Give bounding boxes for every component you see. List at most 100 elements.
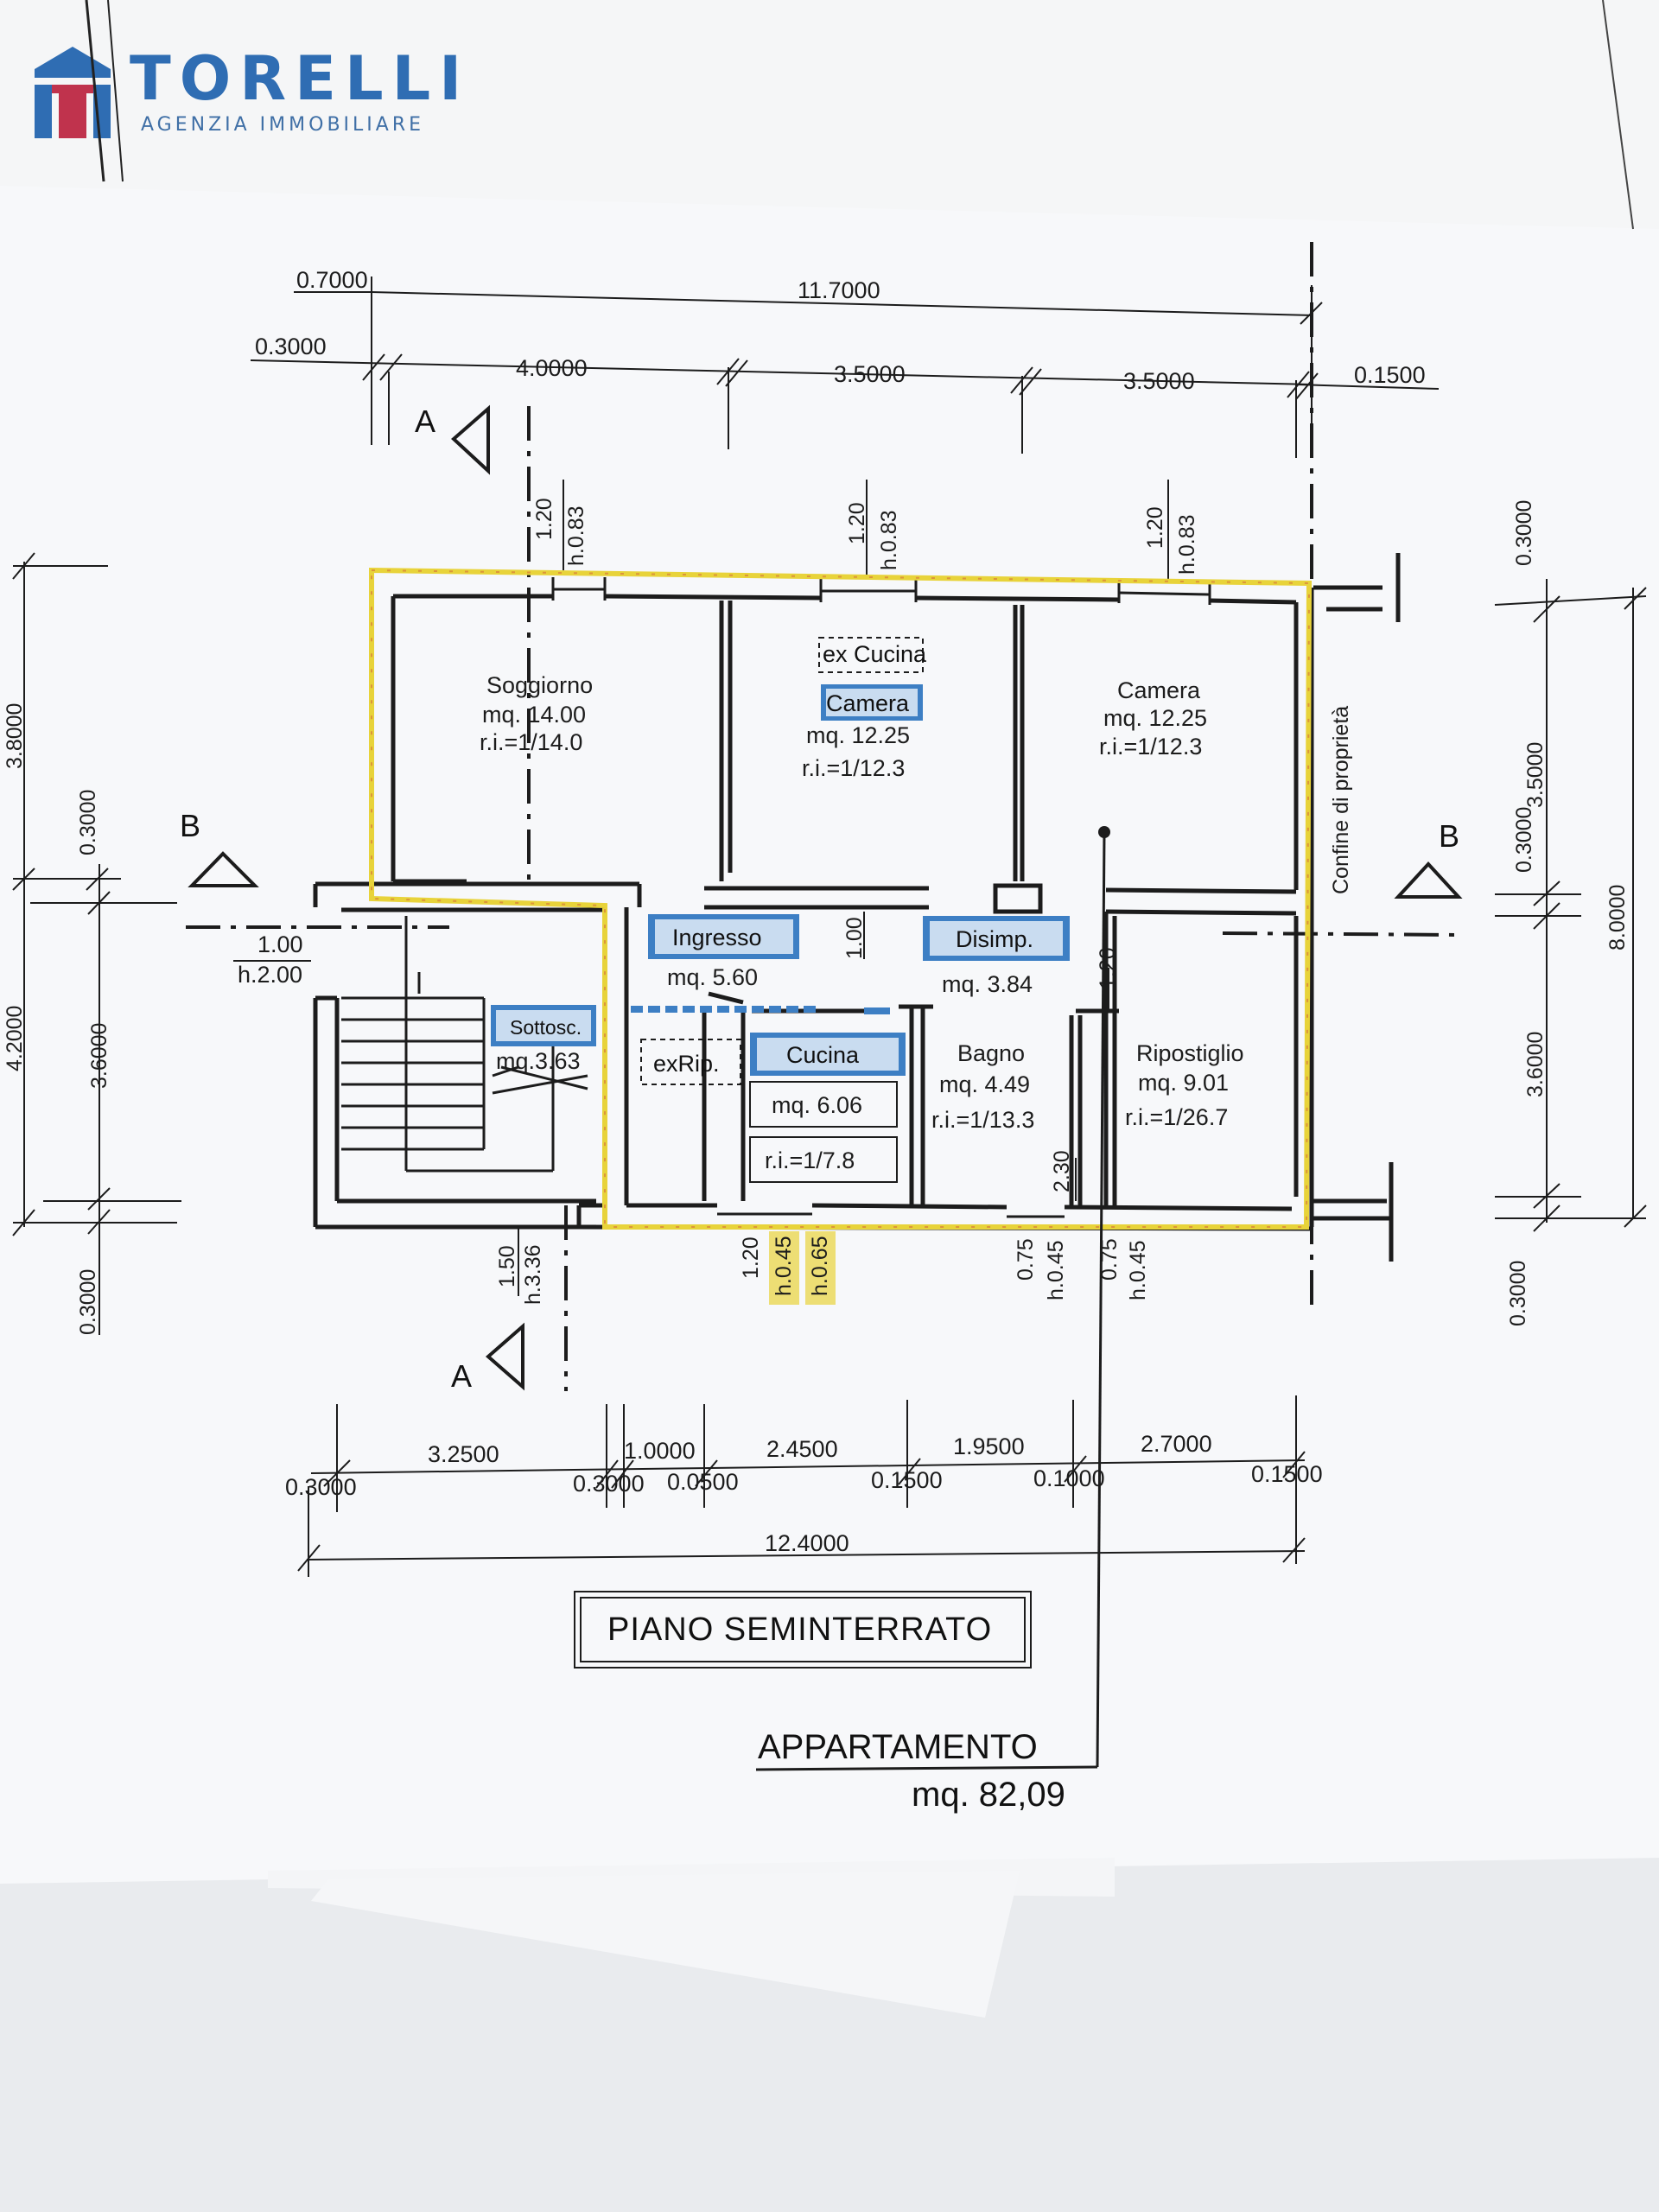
dim-bottom-small-2: 0.3000 xyxy=(573,1471,645,1497)
dim-left-outer-3: 0.3000 xyxy=(76,1269,100,1335)
door-disimp-w: 1.20 xyxy=(1096,947,1120,989)
door-ingresso-w: 1.00 xyxy=(842,917,867,959)
dim-right-inner-3: 0.3000 xyxy=(1512,807,1536,873)
window-ripost-h: h.0.45 xyxy=(1126,1240,1150,1300)
disimp-area: mq. 3.84 xyxy=(942,971,1033,997)
dim-top-seg-2: 3.5000 xyxy=(834,361,906,387)
cucina-old-name: exRip. xyxy=(653,1051,720,1077)
cucina-ri: r.i.=1/7.8 xyxy=(765,1147,855,1173)
bagno-name: Bagno xyxy=(957,1040,1025,1066)
apartment-label: APPARTAMENTO xyxy=(758,1728,1038,1766)
dim-right-inner-2: 3.5000 xyxy=(1523,742,1548,808)
property-boundary-label: Confine di proprietà xyxy=(1329,706,1353,894)
sottosc-name: Sottosc. xyxy=(510,1016,582,1039)
brand-name: TORELLI xyxy=(130,43,471,114)
camera2-area: mq. 12.25 xyxy=(1103,705,1207,731)
apartment-outline xyxy=(369,567,1313,1230)
camera2-name: Camera xyxy=(1117,677,1201,703)
plan-title: PIANO SEMINTERRATO xyxy=(607,1611,992,1648)
soggiorno-ri: r.i.=1/14.0 xyxy=(480,729,582,755)
cucina-window-highlight-2 xyxy=(805,1231,836,1305)
window-cucina-h1: h.0.45 xyxy=(772,1236,796,1296)
under-paper-2 xyxy=(311,1871,1020,2018)
dim-bottom-small-5: 0.1000 xyxy=(1033,1465,1105,1491)
window-camera1-h: h.0.83 xyxy=(877,510,901,570)
brand-tagline: AGENZIA IMMOBILIARE xyxy=(141,114,425,136)
dim-right-inner-5: 0.3000 xyxy=(1506,1261,1530,1326)
window-bagno-h: h.0.45 xyxy=(1044,1240,1068,1300)
section-mark-b-left: B xyxy=(180,808,200,843)
window-soggiorno-h: h.0.83 xyxy=(564,505,588,566)
stairs xyxy=(341,916,588,1173)
dim-left-outer-1: 3.8000 xyxy=(3,703,27,769)
ripostiglio-ri: r.i.=1/26.7 xyxy=(1125,1104,1228,1130)
bagno-area: mq. 4.49 xyxy=(939,1071,1030,1097)
dim-bottom-seg-3: 2.4500 xyxy=(766,1436,838,1462)
title-box-outer xyxy=(574,1591,1032,1669)
dim-top-seg-1: 4.0000 xyxy=(516,355,588,381)
sottosc-area: mq.3.63 xyxy=(496,1048,581,1074)
camera2-ri: r.i.=1/12.3 xyxy=(1099,734,1202,760)
door-bottom-w: 1.50 xyxy=(495,1245,519,1287)
dim-bottom-seg-2: 1.0000 xyxy=(624,1438,696,1464)
ripostiglio-area: mq. 9.01 xyxy=(1138,1070,1229,1096)
dim-bottom-seg-5: 2.7000 xyxy=(1141,1431,1212,1457)
cucina-ri-box xyxy=(749,1136,898,1183)
dim-right-inner-4: 3.6000 xyxy=(1523,1032,1548,1097)
bottom-dimension-lines xyxy=(297,1395,1306,1577)
left-dimension-lines xyxy=(12,552,181,1335)
dim-bottom-overall: 12.4000 xyxy=(765,1530,849,1556)
dim-bottom-seg-1: 3.2500 xyxy=(428,1441,499,1467)
section-mark-a-bottom: A xyxy=(451,1358,472,1394)
dim-top-left-a: 0.7000 xyxy=(296,267,368,293)
cucina-area: mq. 6.06 xyxy=(772,1092,862,1118)
bagno-height: 2.30 xyxy=(1050,1150,1074,1192)
camera1-old-name: ex Cucina xyxy=(823,641,927,667)
dim-top-seg-4: 0.1500 xyxy=(1354,362,1426,388)
dim-left-inner-1: 0.3000 xyxy=(76,790,100,855)
ingresso-area: mq. 5.60 xyxy=(667,964,758,990)
dim-left-inner-2: 3.6000 xyxy=(87,1023,111,1089)
cucina-window-highlight-1 xyxy=(769,1231,799,1305)
apartment-leader xyxy=(755,831,1106,1771)
camera1-ri: r.i.=1/12.3 xyxy=(802,755,905,781)
dim-right-inner-1: 0.3000 xyxy=(1512,500,1536,566)
window-cucina-h2: h.0.65 xyxy=(808,1236,832,1296)
window-dimension-ticks xyxy=(518,480,1169,1296)
soggiorno-name: Soggiorno xyxy=(486,672,593,698)
door-stair-w: 1.00 xyxy=(257,931,303,957)
cucina-area-box xyxy=(749,1081,898,1128)
dim-left-outer-2: 4.2000 xyxy=(3,1006,27,1071)
door-bottom-h: h.3.36 xyxy=(521,1244,545,1305)
disimp-name: Disimp. xyxy=(956,926,1033,952)
section-mark-a-top: A xyxy=(415,404,435,439)
window-ripost-w: 0.75 xyxy=(1097,1238,1122,1281)
window-soggiorno-w: 1.20 xyxy=(532,498,556,540)
camera1-name: Camera xyxy=(826,690,910,716)
window-camera2-w: 1.20 xyxy=(1143,506,1167,549)
cucina-name: Cucina xyxy=(786,1042,860,1068)
dim-top-seg-3: 3.5000 xyxy=(1123,368,1195,394)
house-logo-icon xyxy=(31,43,114,140)
exrip-box xyxy=(640,1039,741,1085)
ripostiglio-name: Ripostiglio xyxy=(1136,1040,1244,1066)
apartment-area: mq. 82,09 xyxy=(912,1776,1065,1814)
window-cucina-w: 1.20 xyxy=(739,1236,763,1279)
camera1-area: mq. 12.25 xyxy=(806,722,910,748)
dim-bottom-small-3: 0.0500 xyxy=(667,1469,739,1495)
right-dimension-lines xyxy=(1494,579,1647,1232)
soggiorno-area: mq. 14.00 xyxy=(482,702,586,728)
window-bagno-w: 0.75 xyxy=(1014,1238,1038,1281)
dim-bottom-small-4: 0.1500 xyxy=(871,1467,943,1493)
excucina-box xyxy=(818,637,924,673)
dim-top-overall: 11.7000 xyxy=(798,277,880,303)
door-stair-h: h.2.00 xyxy=(238,962,302,988)
dim-top-left-b: 0.3000 xyxy=(255,334,327,359)
dim-right-overall: 8.0000 xyxy=(1605,885,1630,950)
bagno-ri: r.i.=1/13.3 xyxy=(931,1107,1034,1133)
ingresso-name: Ingresso xyxy=(672,925,762,950)
window-camera1-w: 1.20 xyxy=(845,502,869,544)
window-frames xyxy=(551,577,1211,1218)
